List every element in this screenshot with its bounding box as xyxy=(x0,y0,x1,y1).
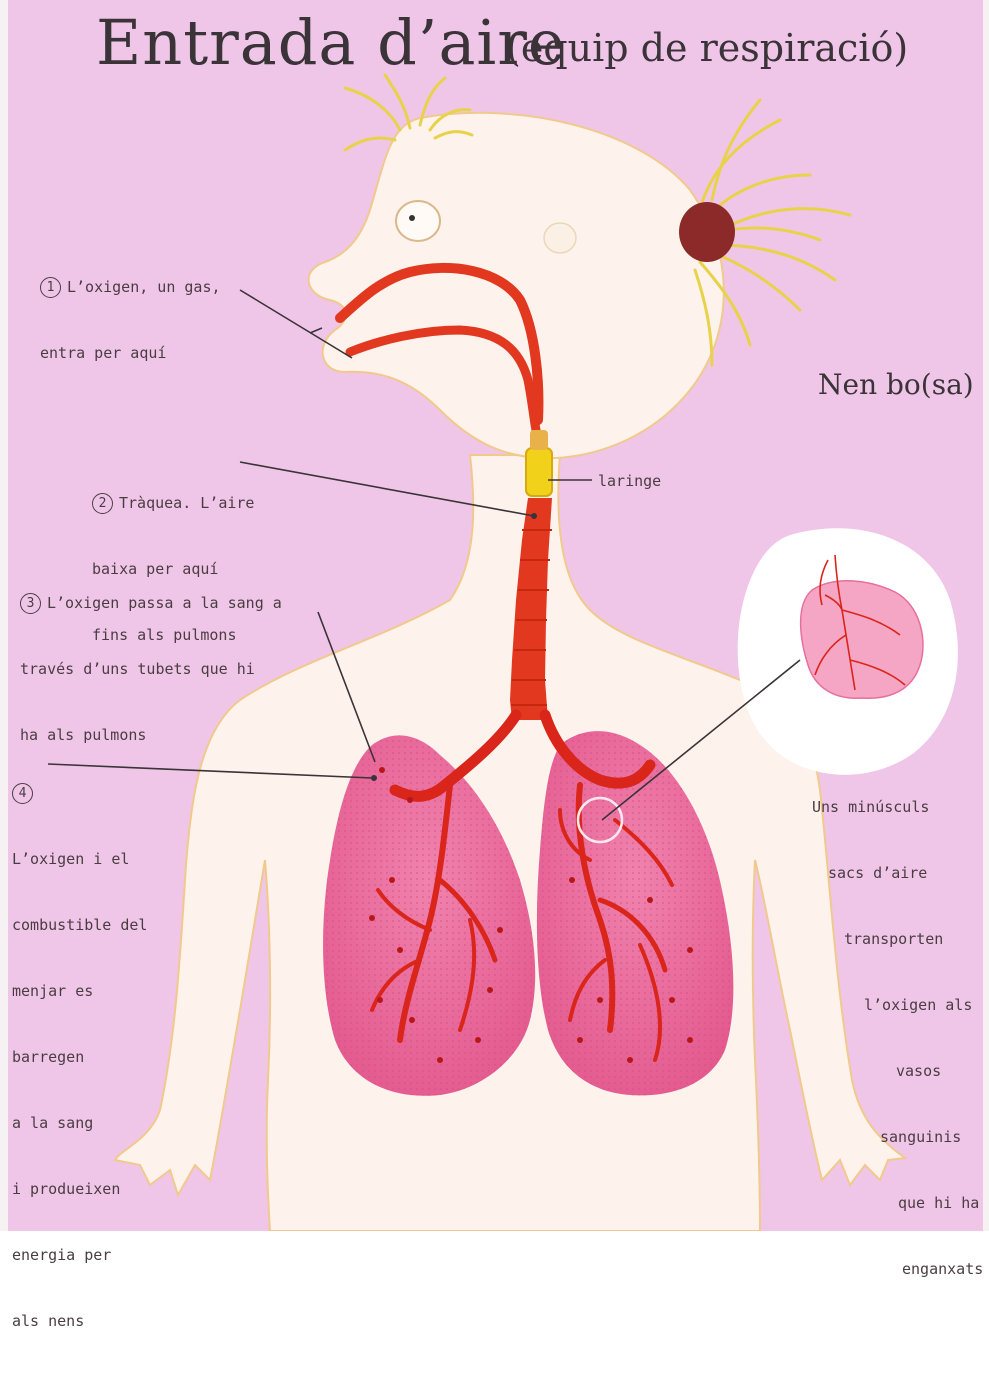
ear xyxy=(679,202,735,262)
alveolus-line-7: que hi ha xyxy=(812,1192,983,1214)
label-step-4: 4 L’oxigen i el combustible del menjar e… xyxy=(12,738,147,1376)
alveolus-line-8: enganxats xyxy=(812,1258,983,1280)
title: Entrada d’aire xyxy=(96,6,566,79)
larynx xyxy=(526,448,552,496)
alveolus-line-1: Uns minúsculs xyxy=(812,796,983,818)
alveolus-cluster xyxy=(801,581,923,699)
alveolus-line-2: sacs d’aire xyxy=(812,862,983,884)
alveolus-line-3: transporten xyxy=(812,928,983,950)
step-2-number: 2 xyxy=(92,493,113,514)
step-2-line-1: Tràquea. L’aire xyxy=(119,494,254,512)
step-1-number: 1 xyxy=(40,277,61,298)
label-alveolus: Uns minúsculs sacs d’aire transporten l’… xyxy=(812,752,983,1324)
label-larynx: laringe xyxy=(598,470,661,492)
step-3-number: 3 xyxy=(20,593,41,614)
step-3-line-1: L’oxigen passa a la sang a xyxy=(47,594,282,612)
alveolus-line-4: l’oxigen als xyxy=(812,994,983,1016)
pointer-dot-step4 xyxy=(371,775,377,781)
pupil-left xyxy=(409,215,415,221)
step-1-line-1: L’oxigen, un gas, xyxy=(67,278,221,296)
alveolus-line-6: sanguinis xyxy=(812,1126,983,1148)
label-step-1: 1 L’oxigen, un gas, entra per aquí xyxy=(40,232,221,408)
step-4-line-1: L’oxigen i el xyxy=(12,848,147,870)
step-4-line-4: barregen xyxy=(12,1046,147,1068)
page-left-edge xyxy=(0,0,8,1231)
larynx-top xyxy=(530,430,548,450)
diagram-page: Entrada d’aire (equip de respiració) Nen… xyxy=(0,0,989,1231)
step-4-line-3: menjar es xyxy=(12,980,147,1002)
step-1-line-2: entra per aquí xyxy=(40,342,221,364)
step-4-line-7: energia per xyxy=(12,1244,147,1266)
pointer-dot-step2 xyxy=(531,513,537,519)
alveolus-line-5: vasos xyxy=(812,1060,983,1082)
page-right-edge xyxy=(983,0,989,1231)
step-4-line-8: als nens xyxy=(12,1310,147,1332)
step-4-line-6: i produeixen xyxy=(12,1178,147,1200)
step-3-line-2: través d’uns tubets que hi xyxy=(20,658,282,680)
side-title: Nen bo(sa) xyxy=(818,368,974,401)
step-4-line-2: combustible del xyxy=(12,914,147,936)
eye-left xyxy=(396,201,440,241)
step-4-number: 4 xyxy=(12,783,33,804)
step-4-line-5: a la sang xyxy=(12,1112,147,1134)
eye-right xyxy=(544,223,576,253)
title-subtitle: (equip de respiració) xyxy=(506,26,908,70)
